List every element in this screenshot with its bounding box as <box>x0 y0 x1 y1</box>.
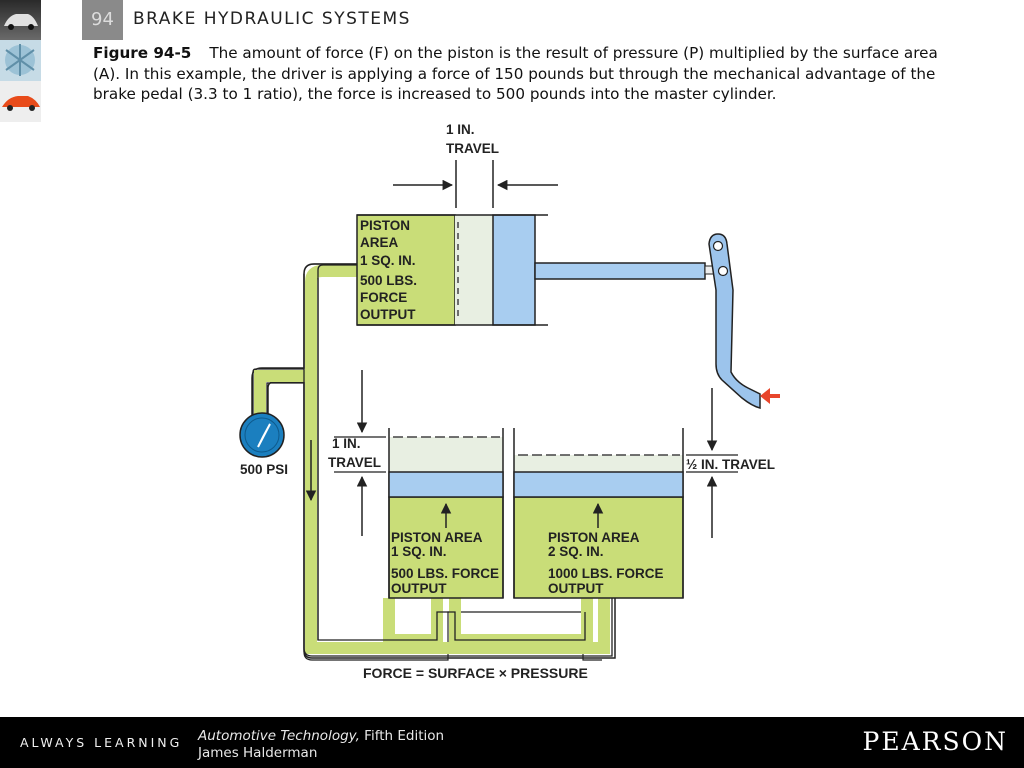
master-travel-space <box>455 215 493 325</box>
caption-text: The amount of force (F) on the piston is… <box>93 44 938 103</box>
left-wheel-piston <box>388 471 504 498</box>
left-travel-label: 1 IN. TRAVEL <box>328 436 381 470</box>
gauge-needle <box>257 423 271 448</box>
chapter-number: 94 <box>82 0 123 40</box>
footer-bar: ALWAYS LEARNING Automotive Technology, F… <box>0 717 1024 768</box>
master-piston <box>492 214 536 326</box>
formula-label: FORCE = SURFACE × PRESSURE <box>363 665 588 681</box>
gauge-label: 500 PSI <box>240 462 288 477</box>
right-travel-label: ½ IN. TRAVEL <box>686 457 775 472</box>
master-cylinder-label: PISTON AREA 1 SQ. IN. 500 LBS. FORCE OUT… <box>360 218 421 322</box>
sports-car-icon <box>2 96 40 111</box>
push-rod <box>534 262 706 280</box>
book-title: Automotive Technology, <box>198 728 360 744</box>
publisher-logo: PEARSON <box>862 727 1008 756</box>
chapter-thumbnails <box>0 0 41 122</box>
pedal-force-arrow <box>760 388 780 404</box>
gauge-tube <box>254 370 311 418</box>
book-edition: Fifth Edition <box>359 728 445 744</box>
footer-tagline: ALWAYS LEARNING <box>20 735 183 750</box>
car-icon <box>4 14 38 30</box>
turbine-thumbnail <box>0 40 41 81</box>
car-thumbnail-1 <box>0 0 41 40</box>
right-piston-label: PISTON AREA 2 SQ. IN. 1000 LBS. FORCE OU… <box>548 530 667 596</box>
figure-label: Figure 94-5 <box>93 44 192 62</box>
left-piston-label: PISTON AREA 1 SQ. IN. 500 LBS. FORCE OUT… <box>391 530 503 596</box>
right-wheel-piston <box>513 471 684 498</box>
turbine-icon <box>5 44 35 76</box>
brake-pedal <box>708 233 761 409</box>
pressure-gauge <box>239 412 285 458</box>
hydraulic-force-diagram: 1 IN. TRAVEL PISTON AREA 1 SQ. IN. 500 L… <box>239 122 780 681</box>
book-credit: Automotive Technology, Fifth Edition Jam… <box>198 728 444 762</box>
chapter-title: BRAKE HYDRAULIC SYSTEMS <box>133 9 411 29</box>
master-travel-label: 1 IN. TRAVEL <box>446 122 499 156</box>
car-thumbnail-2 <box>0 81 41 122</box>
right-travel-space <box>514 455 683 472</box>
left-travel-space <box>389 437 503 472</box>
book-author: James Halderman <box>198 745 318 761</box>
